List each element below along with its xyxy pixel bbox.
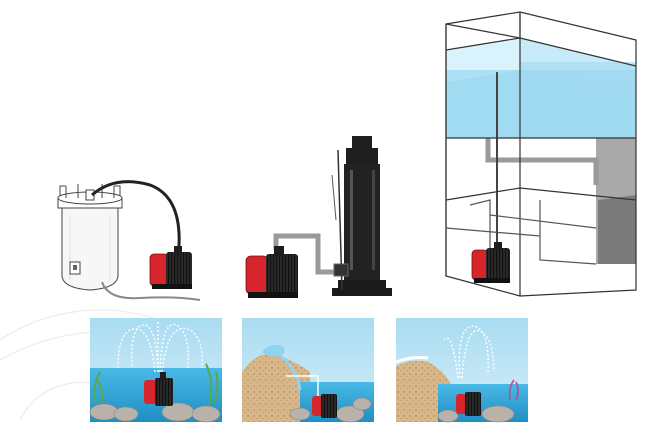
canister-filter [57, 184, 123, 291]
inlet-hose [101, 281, 201, 301]
water-pump [456, 392, 481, 416]
water-pump [245, 246, 298, 298]
outlet-hose [91, 180, 181, 259]
stream-panel [395, 318, 528, 423]
rocks [89, 402, 221, 423]
overflow-pipe [485, 138, 599, 185]
water-pump [471, 242, 510, 283]
protein-skimmer-setup [245, 136, 392, 298]
gray-pipe [273, 233, 340, 275]
fountain-spray [443, 325, 495, 379]
aquarium-sump-setup [445, 11, 637, 297]
pond-fountain-panel [89, 318, 222, 423]
water-pump [144, 372, 173, 406]
waterfall-panel [242, 318, 374, 423]
fountain-spray [117, 322, 203, 373]
canister-filter-setup [57, 180, 201, 301]
aquarium-tank [446, 38, 636, 138]
rocks [437, 405, 515, 423]
aquatic-plants [93, 363, 219, 405]
hose [286, 375, 319, 396]
water-pump [312, 394, 337, 418]
cabinet-frame [445, 11, 637, 297]
protein-skimmer [331, 136, 392, 296]
aquatic-plants [508, 379, 519, 401]
water-pump [149, 246, 192, 289]
